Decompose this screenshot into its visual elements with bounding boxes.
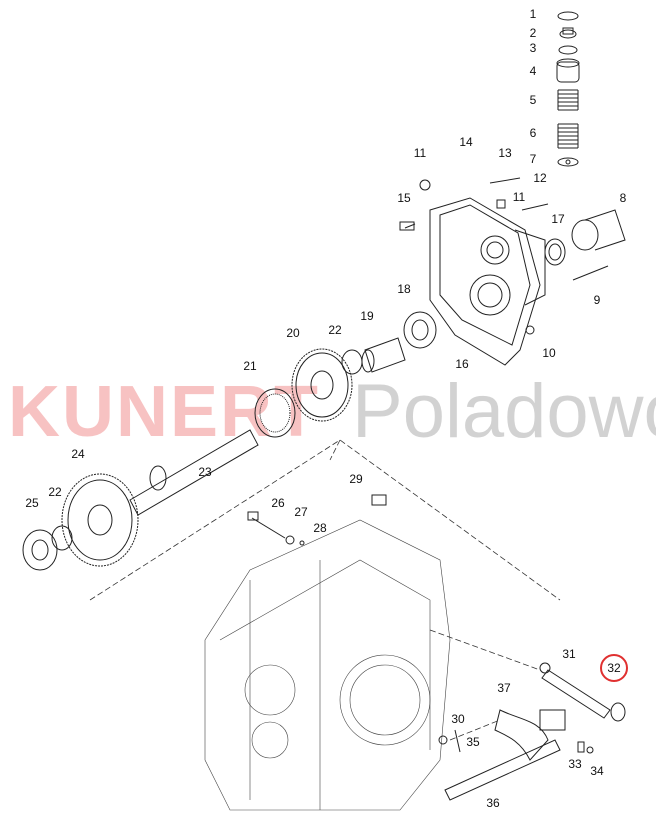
gear-train-lower	[22, 429, 259, 571]
callout-18[interactable]: 18	[397, 282, 411, 296]
assembly-dashed-line	[89, 439, 561, 601]
callout-1[interactable]: 1	[530, 7, 537, 21]
callout-4[interactable]: 4	[530, 64, 537, 78]
callout-19[interactable]: 19	[360, 309, 374, 323]
callout-33[interactable]: 33	[568, 757, 582, 771]
gear-train-upper	[254, 311, 437, 438]
valve-stack	[556, 11, 580, 167]
callout-36[interactable]: 36	[486, 796, 500, 810]
callout-10[interactable]: 10	[542, 346, 556, 360]
small-parts	[247, 494, 387, 546]
callout-11[interactable]: 11	[414, 146, 427, 160]
callout-11[interactable]: 11	[513, 190, 526, 204]
piston-and-seal	[544, 209, 626, 266]
callout-6[interactable]: 6	[530, 126, 537, 140]
shift-fork-parts	[438, 662, 626, 801]
callout-13[interactable]: 13	[498, 146, 512, 160]
callout-34[interactable]: 34	[590, 764, 604, 778]
callout-27[interactable]: 27	[294, 505, 308, 519]
callout-8[interactable]: 8	[620, 191, 627, 205]
callout-35[interactable]: 35	[466, 735, 480, 749]
highlight-circle	[600, 654, 628, 682]
callout-37[interactable]: 37	[497, 681, 511, 695]
callout-31[interactable]: 31	[562, 647, 576, 661]
callout-15[interactable]: 15	[397, 191, 411, 205]
callout-30[interactable]: 30	[451, 712, 465, 726]
transmission-case	[204, 519, 541, 811]
callout-16[interactable]: 16	[455, 357, 469, 371]
callout-3[interactable]: 3	[530, 41, 537, 55]
callout-22[interactable]: 22	[48, 485, 62, 499]
callout-17[interactable]: 17	[551, 212, 565, 226]
callout-9[interactable]: 9	[594, 293, 601, 307]
callout-20[interactable]: 20	[286, 326, 300, 340]
callout-26[interactable]: 26	[271, 496, 285, 510]
callout-14[interactable]: 14	[459, 135, 473, 149]
callout-23[interactable]: 23	[198, 465, 212, 479]
housing-cover	[399, 177, 609, 366]
callout-32[interactable]: 32	[607, 661, 621, 675]
callout-29[interactable]: 29	[349, 472, 363, 486]
callout-5[interactable]: 5	[530, 93, 537, 107]
callout-12[interactable]: 12	[533, 171, 547, 185]
callout-24[interactable]: 24	[71, 447, 85, 461]
watermark-brand: KUNERT	[8, 372, 320, 452]
callout-2[interactable]: 2	[530, 26, 537, 40]
watermark-location: Poladowo	[352, 369, 656, 454]
callout-25[interactable]: 25	[25, 496, 39, 510]
callout-21[interactable]: 21	[243, 359, 257, 373]
callout-22[interactable]: 22	[328, 323, 342, 337]
callout-28[interactable]: 28	[313, 521, 327, 535]
callout-7[interactable]: 7	[530, 152, 537, 166]
